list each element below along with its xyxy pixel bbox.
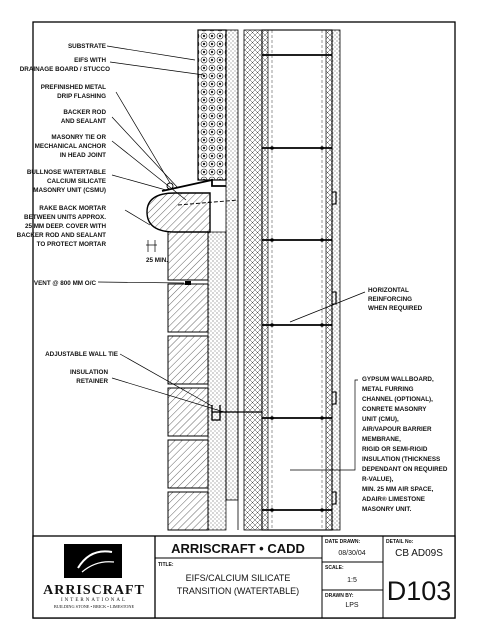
label-rake-4: BACKER ROD AND SEALANT <box>17 232 106 239</box>
label-masonry-tie-3: IN HEAD JOINT <box>60 152 106 159</box>
title-label: TITLE: <box>158 562 174 568</box>
brand-title: ARRISCRAFT • CADD <box>171 541 305 556</box>
label-dimension: 25 MIN. <box>146 257 168 264</box>
cmu-wall <box>261 29 333 531</box>
label-bullnose-3: MASONRY UNIT (CSMU) <box>33 187 106 194</box>
svg-text:ARRISCRAFT: ARRISCRAFT <box>43 583 145 598</box>
label-rake-3: 25 MM DEEP. COVER WITH <box>25 223 107 230</box>
label-masonry-tie-2: MECHANICAL ANCHOR <box>35 143 107 150</box>
label-horizontal-reinforcing-3: WHEN REQUIRED <box>368 305 423 312</box>
svg-text:MIN. 25 MM AIR SPACE,: MIN. 25 MM AIR SPACE, <box>362 486 434 493</box>
section-drawing: SUBSTRATE EIFS WITH DRAINAGE BOARD / STU… <box>17 29 448 531</box>
svg-text:RIGID OR SEMI-RIGID: RIGID OR SEMI-RIGID <box>362 446 428 453</box>
drawn-by-value: LPS <box>345 602 359 609</box>
svg-text:INSULATION (THICKNESS: INSULATION (THICKNESS <box>362 456 440 463</box>
label-adjustable-tie: ADJUSTABLE WALL TIE <box>45 351 118 358</box>
svg-text:INTERNATIONAL: INTERNATIONAL <box>61 598 127 603</box>
bullnose-watertable <box>146 192 211 233</box>
svg-text:MASONRY UNIT.: MASONRY UNIT. <box>362 506 412 513</box>
label-flashing: PREFINISHED METAL <box>41 84 106 91</box>
label-rake: RAKE BACK MORTAR <box>39 205 106 212</box>
label-insulation-retainer: INSULATION <box>70 369 108 376</box>
detail-code: CB AD09S <box>395 548 443 559</box>
label-vent: VENT @ 800 MM O/C <box>34 280 97 287</box>
detail-number: D103 <box>387 576 452 606</box>
drip-flashing <box>161 178 226 192</box>
label-bullnose-2: CALCIUM SILICATE <box>47 178 106 185</box>
title-block: ARRISCRAFT INTERNATIONAL BUILDING STONE … <box>32 535 456 619</box>
label-substrate: SUBSTRATE <box>68 43 106 50</box>
scale-value: 1:5 <box>347 577 357 584</box>
detail-label: DETAIL No: <box>386 539 414 545</box>
svg-text:CONRETE MASONRY: CONRETE MASONRY <box>362 406 427 413</box>
scale-label: SCALE: <box>325 565 344 571</box>
rigid-insulation <box>243 29 263 531</box>
date-value: 08/30/04 <box>338 550 365 557</box>
svg-text:R-VALUE),: R-VALUE), <box>362 476 394 483</box>
label-eifs-2: DRAINAGE BOARD / STUCCO <box>20 66 110 73</box>
label-rake-2: BETWEEN UNITS APPROX. <box>24 214 106 221</box>
drawn-by-label: DRAWN BY: <box>325 593 354 599</box>
leader-lines <box>97 45 366 471</box>
label-rake-5: TO PROTECT MORTAR <box>37 241 107 248</box>
substrate-board <box>225 29 239 501</box>
svg-text:BUILDING STONE • BRICK • LIMES: BUILDING STONE • BRICK • LIMESTONE <box>54 604 135 609</box>
svg-text:UNIT (CMU),: UNIT (CMU), <box>362 416 399 423</box>
label-eifs: EIFS WITH <box>74 57 106 64</box>
svg-text:GYPSUM WALLBOARD,: GYPSUM WALLBOARD, <box>362 376 434 383</box>
drawing-title-1: EIFS/CALCIUM SILICATE <box>186 573 291 583</box>
drawing-title-2: TRANSITION (WATERTABLE) <box>177 586 299 596</box>
adjustable-wall-tie <box>211 405 262 421</box>
arriscraft-logo: ARRISCRAFT INTERNATIONAL BUILDING STONE … <box>43 544 145 609</box>
date-label: DATE DRAWN: <box>325 539 361 545</box>
label-backer-rod-2: AND SEALANT <box>61 118 106 125</box>
label-horizontal-reinforcing: HORIZONTAL <box>368 287 409 294</box>
limestone-veneer <box>167 231 209 531</box>
label-bullnose: BULLNOSE WATERTABLE <box>27 169 106 176</box>
svg-text:MEMBRANE,: MEMBRANE, <box>362 436 401 443</box>
gypsum-wallboard <box>331 29 341 531</box>
svg-text:METAL FURRING: METAL FURRING <box>362 386 414 393</box>
label-flashing-2: DRIP FLASHING <box>57 93 106 100</box>
svg-text:ADAIR® LIMESTONE: ADAIR® LIMESTONE <box>362 495 425 503</box>
svg-text:CHANNEL (OPTIONAL),: CHANNEL (OPTIONAL), <box>362 396 433 403</box>
label-masonry-tie: MASONRY TIE OR <box>51 134 106 141</box>
svg-text:DEPENDANT ON REQUIRED: DEPENDANT ON REQUIRED <box>362 466 448 473</box>
label-backer-rod: BACKER ROD <box>63 109 106 116</box>
label-horizontal-reinforcing-2: REINFORCING <box>368 296 412 303</box>
svg-text:AIR/VAPOUR BARRIER: AIR/VAPOUR BARRIER <box>362 426 432 433</box>
label-insulation-retainer-2: RETAINER <box>76 378 108 385</box>
eifs-panel <box>197 29 227 181</box>
wall-assembly-notes: GYPSUM WALLBOARD, METAL FURRING CHANNEL … <box>362 376 448 513</box>
